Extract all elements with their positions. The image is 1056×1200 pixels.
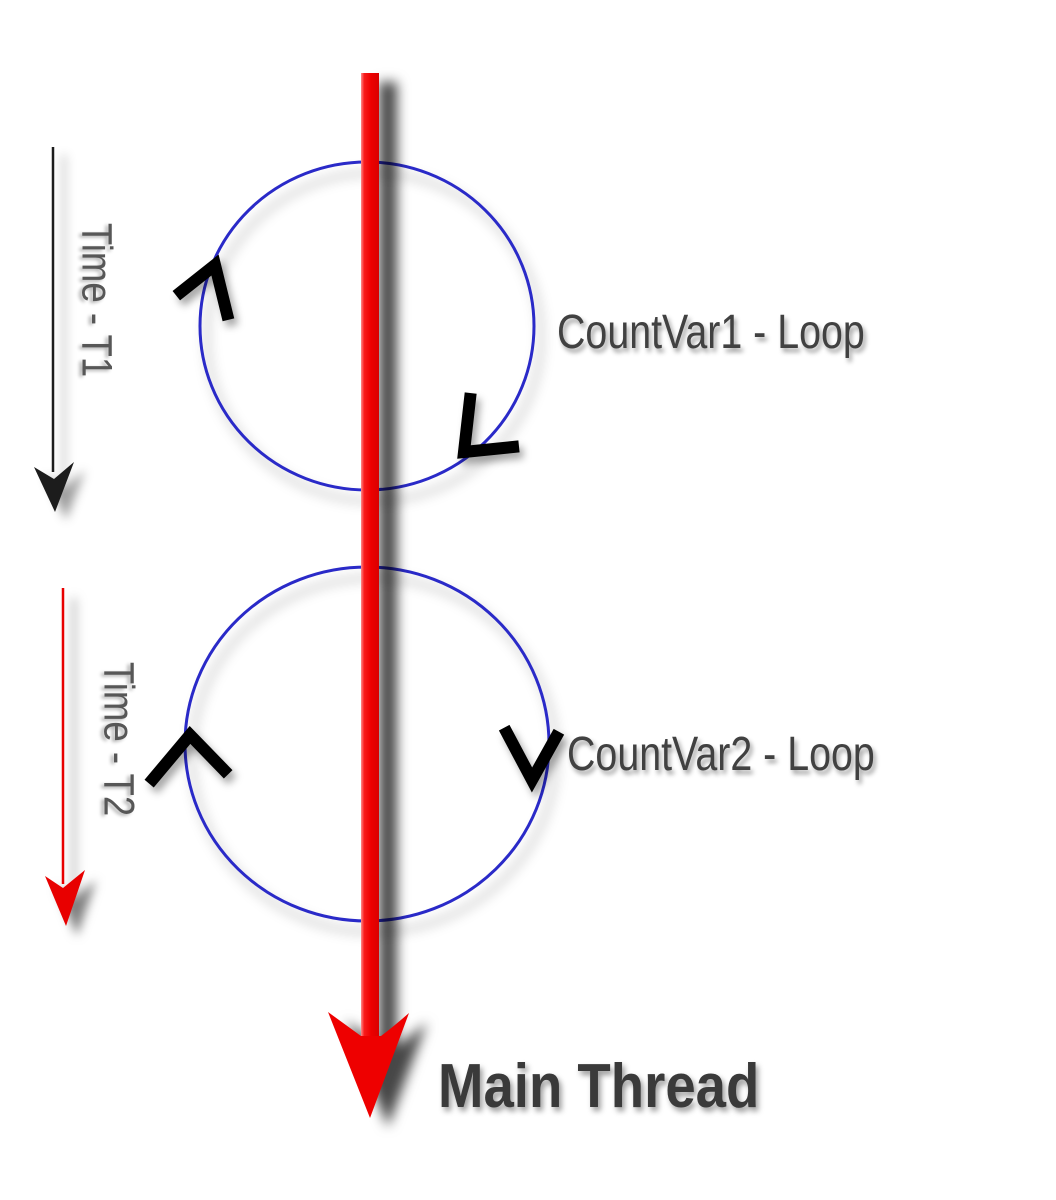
main-thread-arrow-shaft [361,73,379,1038]
time-t1-arrowhead-icon [34,462,74,512]
loop1-rotation-arrow-left-icon [172,254,235,322]
time-t1-label: Time - T1 [72,209,121,391]
loop1-rotation-arrow-right-icon [457,392,520,459]
loop2-label-text: CountVar2 - Loop [567,728,875,781]
loop1-rotation-arrows [172,254,520,459]
time-t2-label-text: Time - T2 [94,661,143,817]
loop2-rotation-arrow-left-icon [144,726,233,788]
loop2-label: CountVar2 - Loop [567,731,942,779]
loop1-label-text: CountVar1 - Loop [557,306,865,359]
main-thread-label: Main Thread [438,1056,803,1118]
main-thread-arrow [328,73,409,1118]
loop2-rotation-arrows [144,724,565,793]
time-t2-arrowhead-icon [45,870,85,926]
loop1-label: CountVar1 - Loop [557,309,932,357]
main-thread-arrowhead-icon [328,1012,409,1118]
time-t2-arrow [45,588,85,926]
loop2-rotation-arrow-right-icon [498,724,565,793]
main-thread-label-text: Main Thread [438,1052,760,1121]
time-t1-arrow [34,147,74,512]
time-t2-label: Time - T2 [94,648,143,830]
time-t1-label-text: Time - T1 [72,222,121,378]
